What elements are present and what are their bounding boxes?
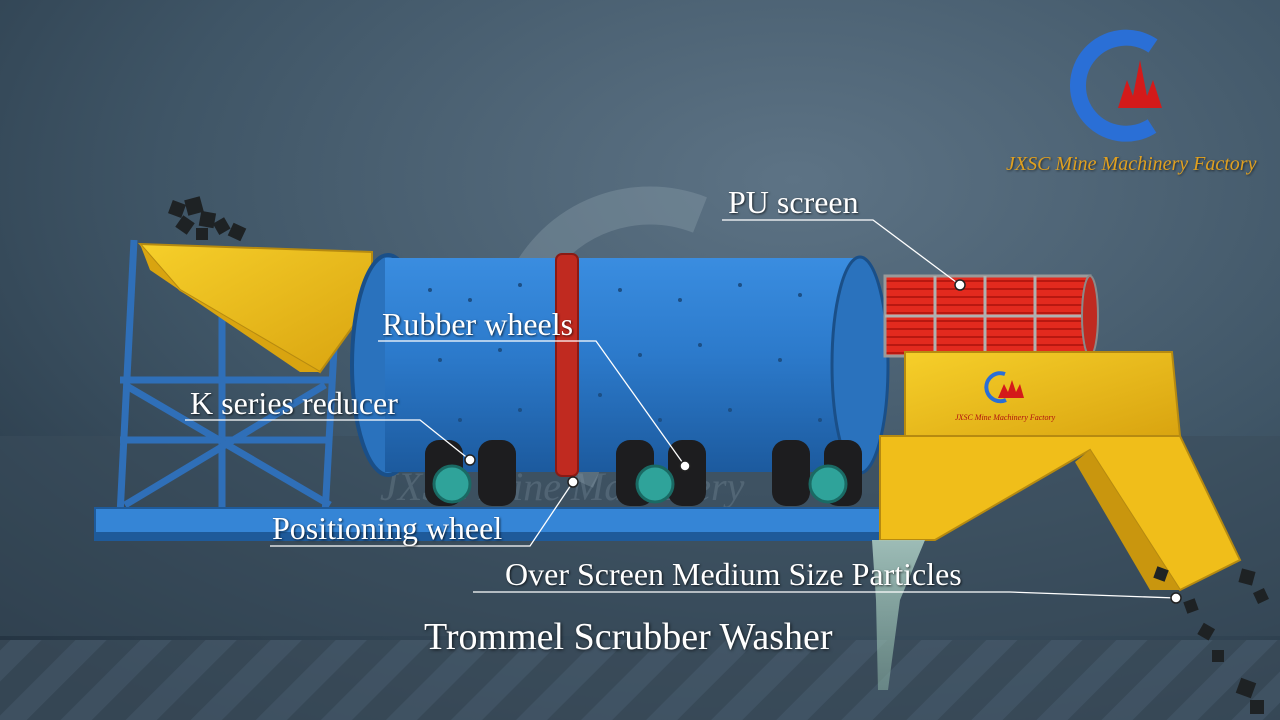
- hopper-logo-icon: [984, 371, 1024, 404]
- steel-frame: [116, 239, 339, 516]
- machine-title: Trommel Scrubber Washer: [424, 616, 833, 658]
- water-stream: [872, 540, 925, 690]
- riding-ring: [555, 253, 579, 477]
- ore-pile: [168, 196, 247, 242]
- callout-over-screen: Over Screen Medium Size Particles: [505, 556, 962, 592]
- hopper-brand-text: JXSC Mine Machinery Factory: [955, 413, 1056, 422]
- callout-pu-screen: PU screen: [728, 184, 859, 220]
- floor-stripes: [0, 640, 1280, 720]
- callout-rubber-wheels: Rubber wheels: [382, 306, 574, 342]
- pu-screen: [883, 274, 1099, 358]
- discharge-chute-shade: [1075, 450, 1180, 590]
- callout-lines: [185, 219, 1177, 599]
- base-beam-shadow: [95, 532, 895, 540]
- oversize-particles: [1153, 566, 1269, 714]
- drum-bolts: [428, 283, 822, 422]
- callout-dots: [464, 279, 1182, 604]
- company-logo-icon: [1069, 29, 1162, 142]
- wheel-assembly-1: [425, 440, 516, 506]
- callout-k-series-reducer: K series reducer: [190, 385, 398, 421]
- callout-positioning-wheel: Positioning wheel: [272, 510, 503, 546]
- company-name: JXSC Mine Machinery Factory: [1006, 153, 1257, 175]
- drum: [385, 258, 860, 472]
- discharge-hopper: [904, 351, 1182, 437]
- wheel-assembly-3: [772, 440, 862, 506]
